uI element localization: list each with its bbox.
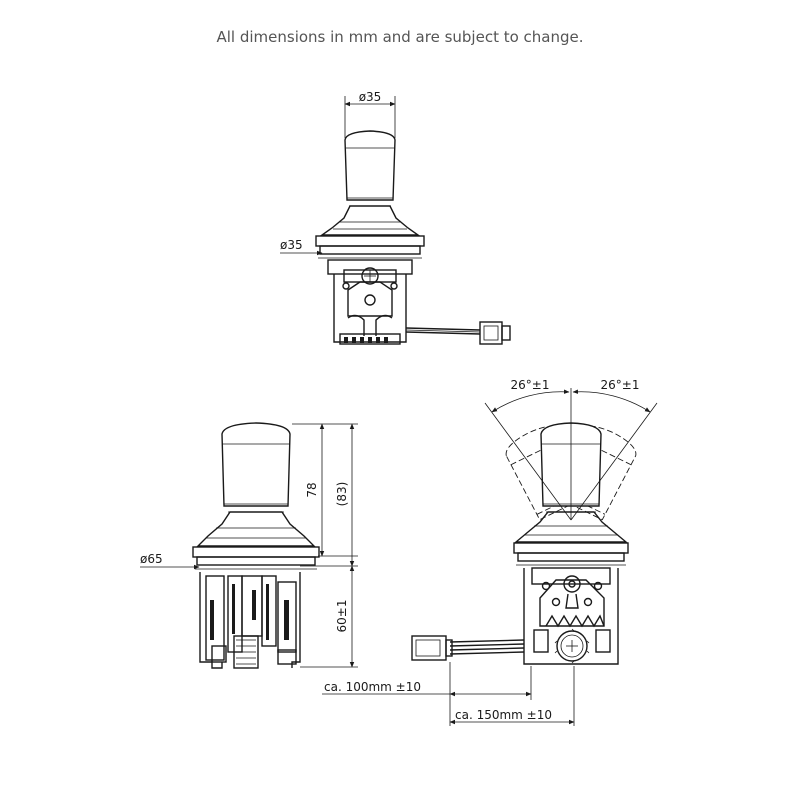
dim-cable-150: ca. 150mm ±10 xyxy=(455,708,552,722)
center-cable xyxy=(449,639,525,643)
top-boot xyxy=(319,205,421,236)
side-view: ø65 78 (83) 60±1 xyxy=(140,422,358,669)
top-cable xyxy=(405,327,481,331)
top-flange xyxy=(315,235,425,247)
top-view: ø35 ø35 xyxy=(280,90,511,345)
center-pivot xyxy=(563,575,581,593)
dim-handle-height: 78 xyxy=(305,482,319,497)
top-knob xyxy=(344,130,396,201)
side-knob xyxy=(221,422,291,507)
dim-side-base: ø65 xyxy=(140,552,163,566)
top-connector xyxy=(479,321,503,345)
side-flange xyxy=(192,546,320,558)
center-body xyxy=(523,568,619,665)
side-boot xyxy=(196,511,316,547)
dim-deflection-left: 26°±1 xyxy=(511,378,550,392)
center-flange xyxy=(513,542,629,554)
deflection-view: 26°±1 26°±1 ca. 100mm ±10 ca. 150mm ±10 xyxy=(322,378,658,726)
dim-total-height: (83) xyxy=(335,482,349,507)
dim-cable-100: ca. 100mm ±10 xyxy=(324,680,421,694)
dim-deflection-right: 26°±1 xyxy=(601,378,640,392)
dim-top-knob: ø35 xyxy=(359,90,382,104)
top-pivot xyxy=(361,267,379,285)
side-body xyxy=(199,572,223,669)
dim-body-depth: 60±1 xyxy=(335,600,349,633)
center-boot xyxy=(514,511,628,543)
gear-wheel xyxy=(556,630,588,662)
dimensions-note: All dimensions in mm and are subject to … xyxy=(216,28,584,46)
dim-top-boot: ø35 xyxy=(280,238,303,252)
center-connector xyxy=(411,635,447,661)
